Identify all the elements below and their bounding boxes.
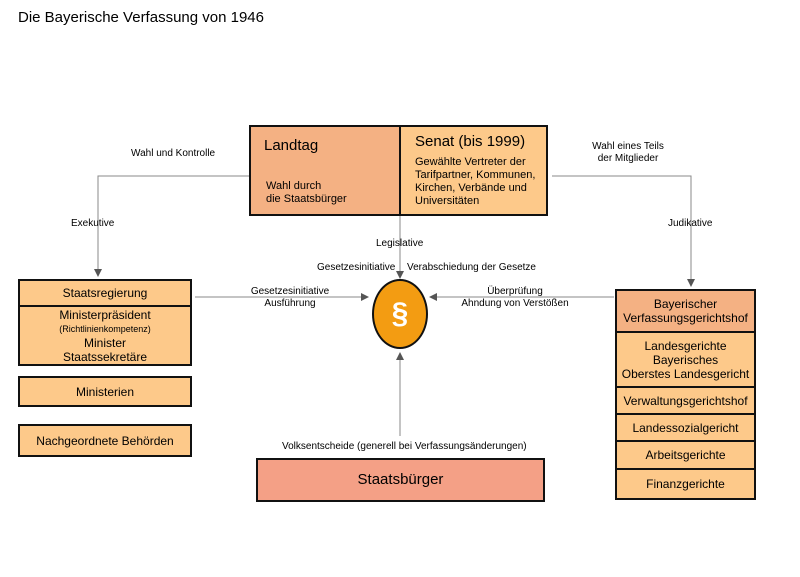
label-verabschiedung: Verabschiedung der Gesetze — [407, 262, 536, 273]
arbeitsgerichte-box: Arbeitsgerichte — [615, 440, 756, 470]
senat-line: Kirchen, Verbände und — [415, 182, 527, 194]
label-wahl-teils-1: Wahl eines Teils — [592, 141, 664, 152]
landtag-box: Landtag Wahl durch die Staatsbürger — [249, 125, 401, 216]
senat-box: Senat (bis 1999) Gewählte Vertreter der … — [399, 125, 548, 216]
landtag-heading: Landtag — [264, 137, 319, 154]
ministerpraesident-box: Ministerpräsident (Richtlinienkompetenz)… — [18, 305, 192, 366]
finanzgerichte-box: Finanzgerichte — [615, 468, 756, 500]
label-wahl-kontrolle: Wahl und Kontrolle — [131, 148, 216, 159]
richtlinien-label: (Richtlinienkompetenz) — [59, 323, 151, 334]
behoerden-label: Nachgeordnete Behörden — [36, 433, 174, 448]
line-wahl-kontrolle — [94, 175, 250, 277]
ministerpraesident-label: Ministerpräsident — [59, 307, 151, 322]
label-legislative: Legislative — [376, 238, 424, 249]
senat-heading: Senat (bis 1999) — [415, 133, 526, 150]
landessozialgericht-box: Landessozialgericht — [615, 413, 756, 442]
staatsregierung-label: Staatsregierung — [62, 286, 148, 300]
minister-label: Minister — [83, 335, 126, 350]
senat-line: Tarifpartner, Kommunen, — [415, 169, 536, 181]
staatsbuerger-box: Staatsbürger — [256, 458, 545, 502]
lg-line3: Oberstes Landesgericht — [621, 366, 750, 381]
finanz-label: Finanzgerichte — [646, 477, 725, 491]
senat-line: Gewählte Vertreter der — [415, 156, 526, 168]
label-gesetzesinitiative-left: Gesetzesinitiative — [250, 286, 330, 297]
label-wahl-teils: Wahl eines Teils der Mitglieder — [583, 141, 673, 165]
ministerien-box: Ministerien — [18, 376, 192, 407]
landesgerichte-box: Landesgerichte Bayerisches Oberstes Land… — [615, 331, 756, 388]
sozial-label: Landessozialgericht — [632, 420, 739, 435]
label-exekutive: Exekutive — [71, 218, 115, 229]
lg-line1: Landesgerichte — [644, 338, 727, 353]
label-judikative-link: Überprüfung Ahndung von Verstößen — [455, 286, 575, 310]
page-title: Die Bayerische Verfassung von 1946 — [18, 9, 264, 26]
verfassungsgerichtshof-box: Bayerischer Verfassungsgerichtshof — [615, 289, 756, 333]
paragraph-symbol: § — [372, 279, 428, 349]
vgh-line1: Bayerischer — [653, 297, 718, 311]
staatsregierung-box: Staatsregierung — [18, 279, 192, 307]
label-ahndung: Ahndung von Verstößen — [461, 298, 569, 309]
label-gesetzesinitiative: Gesetzesinitiative — [317, 262, 396, 273]
ministerien-label: Ministerien — [75, 384, 135, 399]
label-volksentscheide: Volksentscheide (generell bei Verfassung… — [282, 441, 527, 452]
label-ueberpruefung: Überprüfung — [487, 286, 543, 297]
line-wahl-teils — [552, 175, 695, 287]
arbeit-label: Arbeitsgerichte — [645, 448, 726, 462]
lg-line2: Bayerisches — [652, 352, 719, 367]
landtag-line1: Wahl durch — [266, 180, 322, 192]
label-judikative: Judikative — [668, 218, 713, 229]
paragraph-icon: § — [391, 297, 409, 330]
label-exekutive-link: Gesetzesinitiative Ausführung — [240, 286, 340, 310]
staatssekretaere-label: Staatssekretäre — [62, 349, 148, 364]
landtag-line2: die Staatsbürger — [266, 193, 347, 205]
staatsbuerger-label: Staatsbürger — [357, 471, 444, 488]
label-wahl-teils-2: der Mitglieder — [597, 153, 659, 164]
verwaltungsgerichtshof-box: Verwaltungsgerichtshof — [615, 386, 756, 415]
behoerden-box: Nachgeordnete Behörden — [18, 424, 192, 457]
label-ausfuehrung: Ausführung — [264, 298, 316, 309]
senat-line: Universitäten — [415, 195, 480, 207]
vgh-line2: Verfassungsgerichtshof — [623, 311, 748, 325]
verwaltung-label: Verwaltungsgerichtshof — [623, 393, 748, 408]
